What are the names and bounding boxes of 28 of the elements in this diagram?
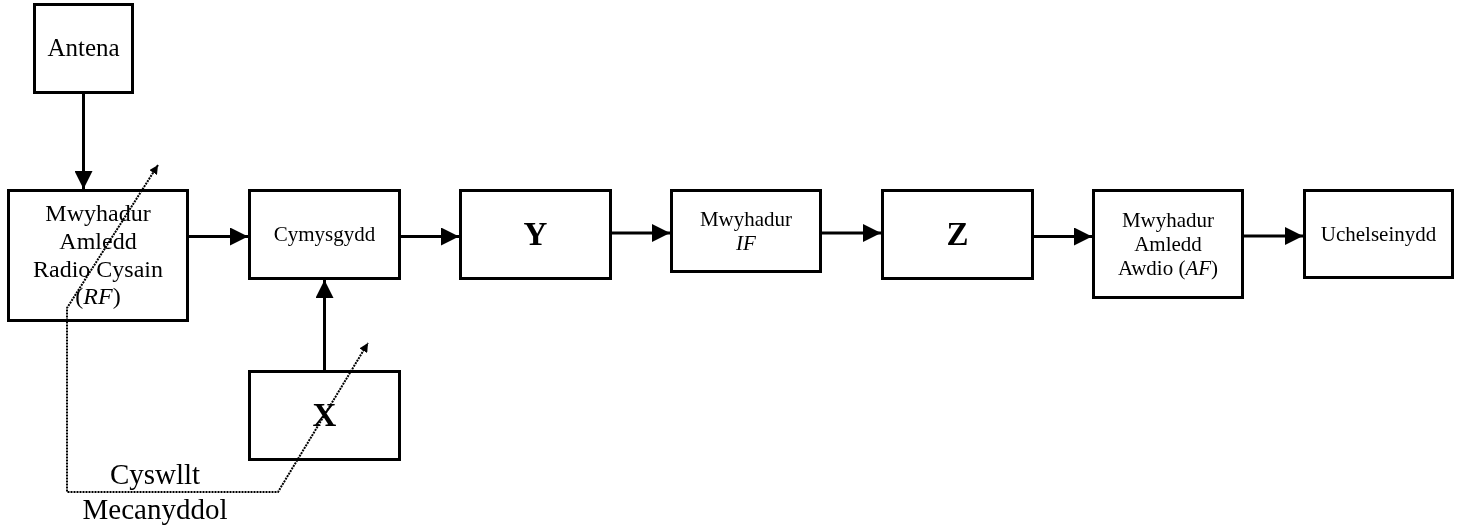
block-box xyxy=(248,370,401,461)
block-label: Cymysgydd xyxy=(273,222,376,247)
block-box xyxy=(33,3,134,94)
arrow xyxy=(189,227,248,246)
arrow xyxy=(401,227,459,246)
block-label: Antena xyxy=(47,34,120,63)
block-label: Z xyxy=(946,215,969,254)
arrow xyxy=(612,224,670,242)
block-label: Mwyhadur Amledd Radio Cysain (RF) xyxy=(32,200,164,311)
block-box xyxy=(670,189,822,273)
arrow xyxy=(74,94,93,189)
arrow xyxy=(822,224,881,242)
block-box xyxy=(1303,189,1454,279)
block-label: Mwyhadur IF xyxy=(698,206,794,256)
arrow xyxy=(66,164,369,493)
block-label: X xyxy=(312,396,337,435)
block-box xyxy=(7,189,189,322)
block-box xyxy=(459,189,612,280)
block-box xyxy=(248,189,401,280)
arrow xyxy=(1034,227,1092,246)
arrow xyxy=(1244,227,1303,245)
block-label: Mwyhadur Amledd Awdio (AF) xyxy=(1116,207,1220,281)
edge-label: Cyswllt Mecanyddol xyxy=(81,457,229,527)
block-box xyxy=(1092,189,1244,299)
block-box xyxy=(881,189,1034,280)
block-label: Y xyxy=(523,215,548,254)
arrow xyxy=(315,280,334,370)
block-label: Uchelseinydd xyxy=(1320,221,1437,247)
